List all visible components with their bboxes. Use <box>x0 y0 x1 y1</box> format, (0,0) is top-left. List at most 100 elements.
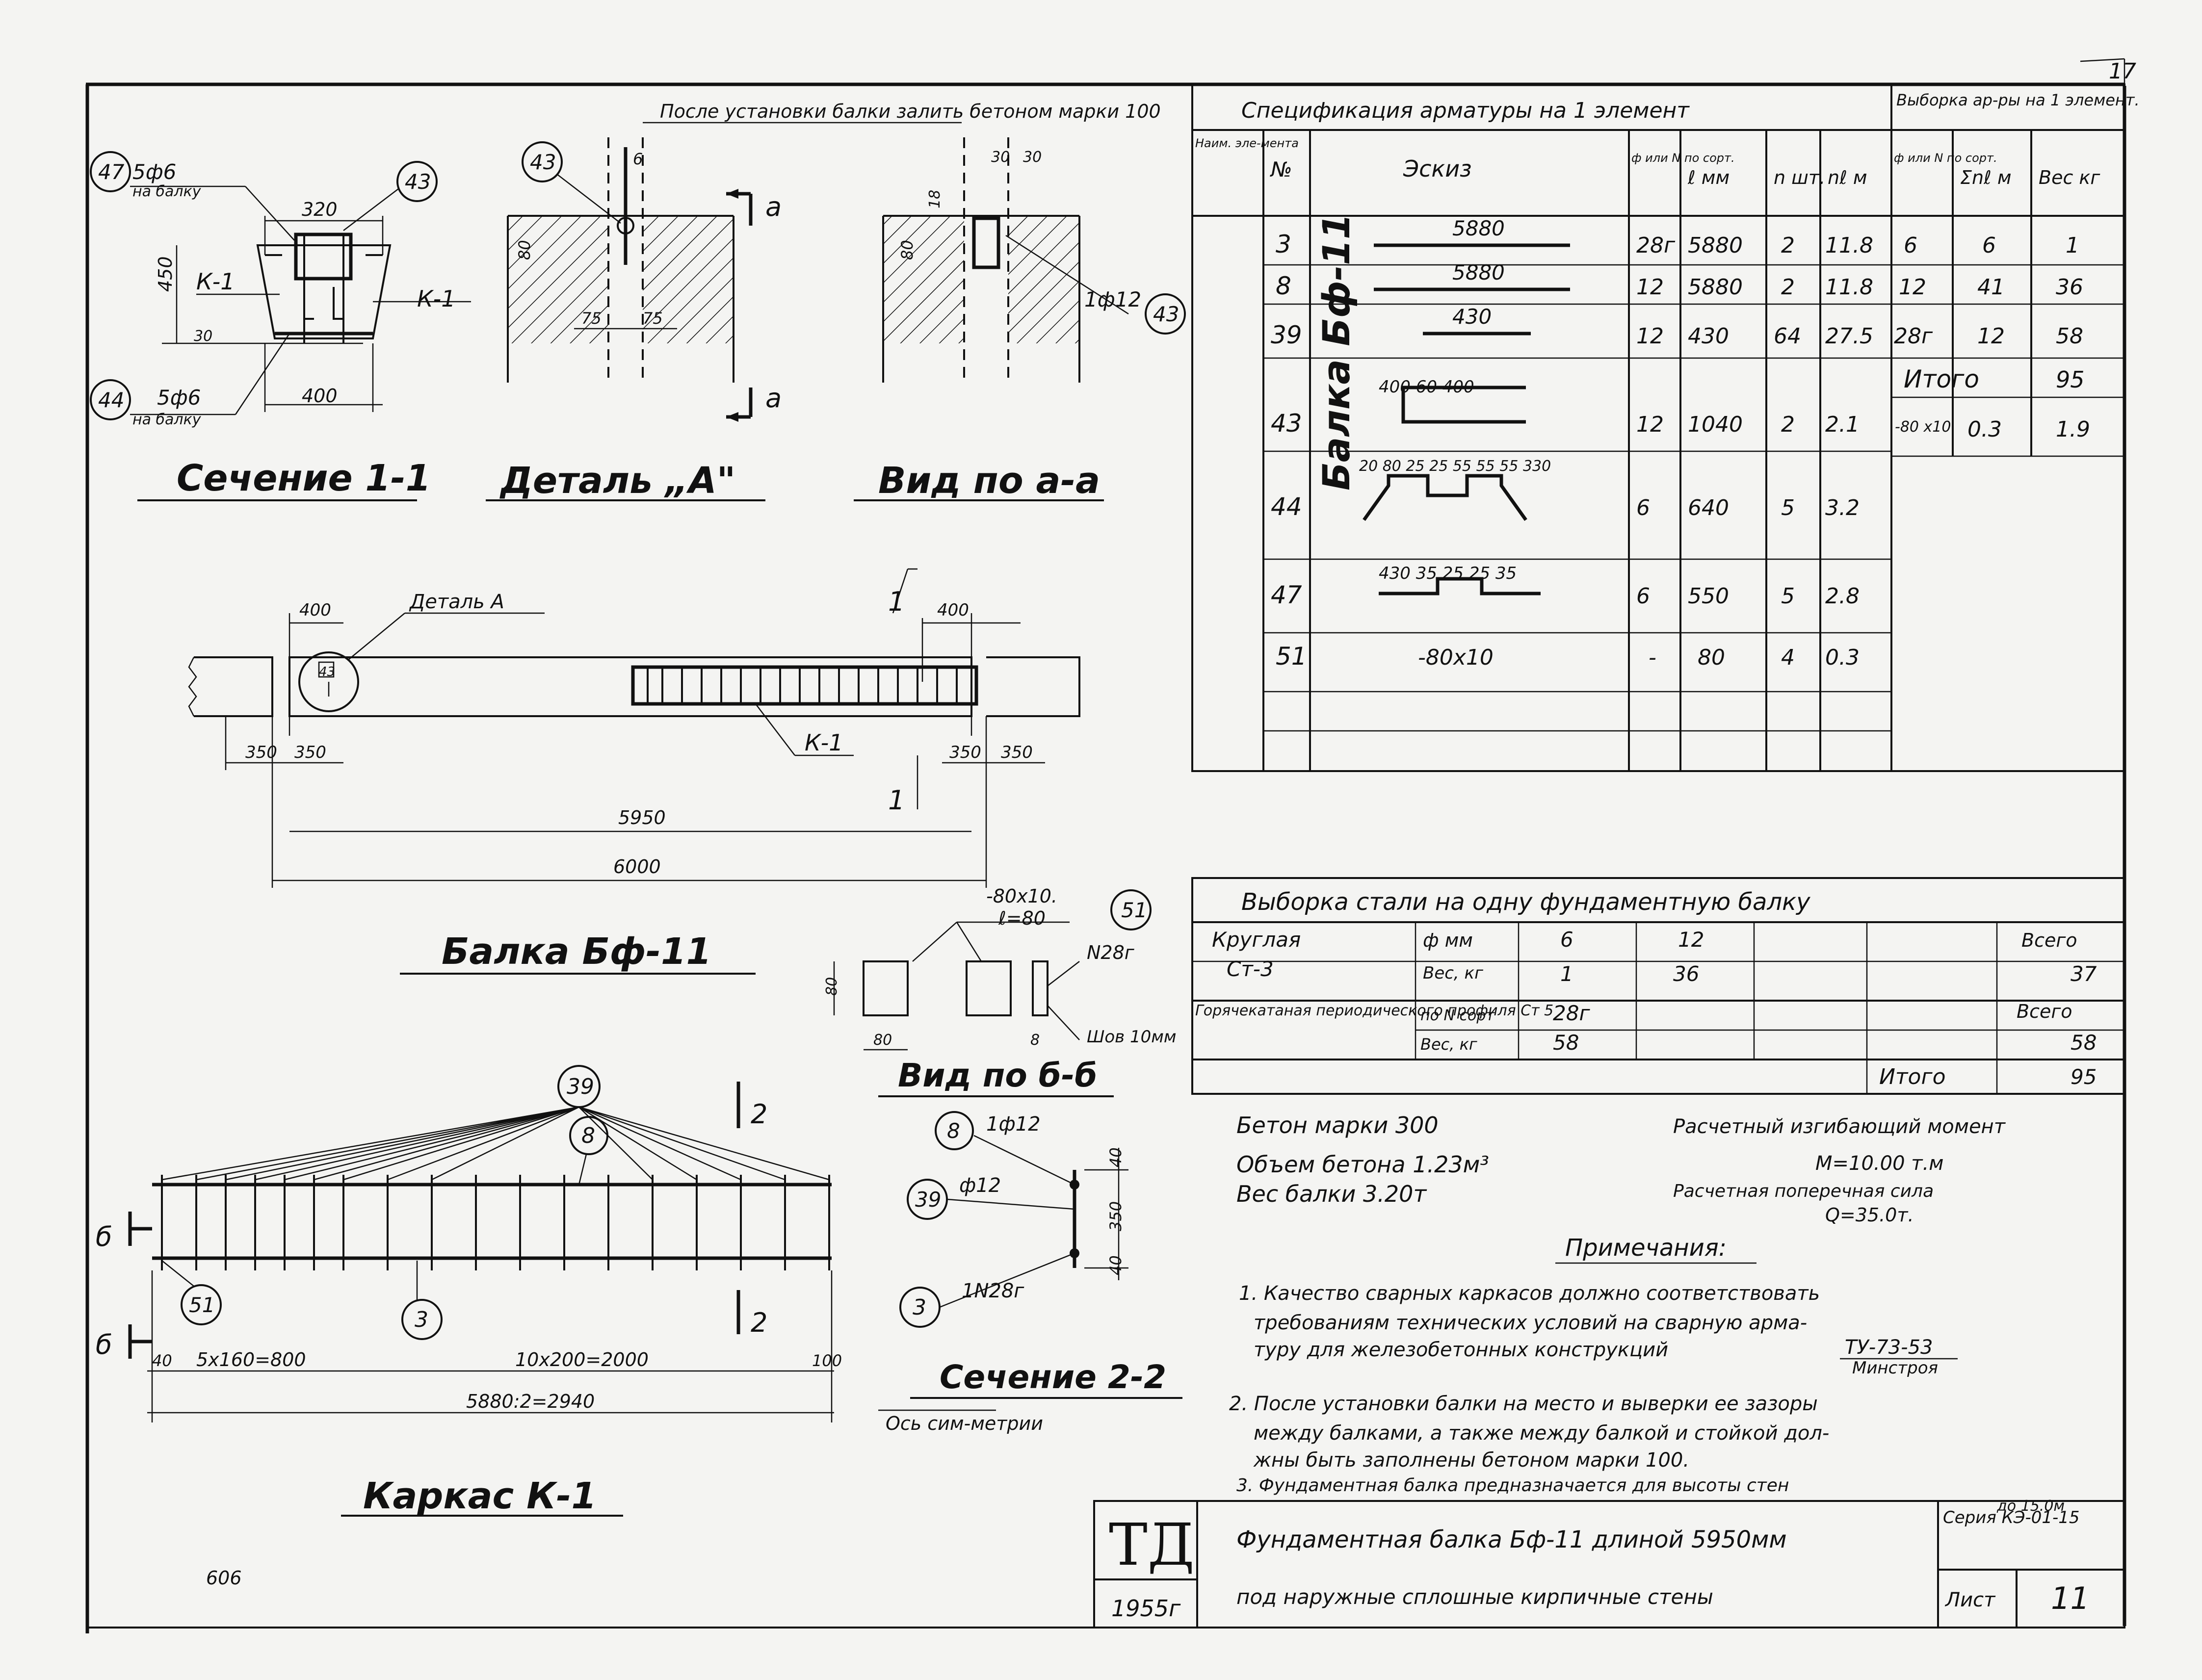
dim-80: 80 <box>898 240 917 260</box>
svg-text:-80х10: -80х10 <box>1418 645 1494 670</box>
bubble-51 <box>1110 889 1152 930</box>
svg-text:95: 95 <box>2071 1065 2097 1089</box>
svg-text:20 80 25 25 55 55 55 330: 20 80 25 25 55 55 55 330 <box>1359 458 1551 475</box>
dim-100: 100 <box>812 1351 842 1370</box>
svg-text:12: 12 <box>1636 412 1664 437</box>
dim-30: 30 <box>194 328 212 345</box>
section-2-2-title: Сечение 2-2 <box>940 1358 1166 1396</box>
view-a-a-title: Вид по а-а <box>878 460 1100 502</box>
svg-text:3: 3 <box>913 1295 926 1320</box>
svg-text:6: 6 <box>1636 495 1650 520</box>
frame-title: Каркас К-1 <box>363 1475 597 1517</box>
properties: Бетон марки 300 Объем бетона 1.23м³ Вес … <box>1236 1112 2006 1226</box>
svg-text:Минстроя: Минстроя <box>1852 1358 1938 1378</box>
view-b-b-title: Вид по б-б <box>898 1057 1097 1094</box>
beam-stirrups <box>647 667 958 704</box>
detail-a: После установки балки залить бетоном мар… <box>486 101 1161 502</box>
svg-text:8: 8 <box>581 1123 595 1148</box>
svg-text:0.3: 0.3 <box>1967 417 2002 442</box>
mark-a-top: а <box>765 191 782 222</box>
steel-title: Выборка стали на одну фундаментную балку <box>1241 888 1810 916</box>
svg-text:5: 5 <box>1781 584 1795 609</box>
svg-text:6: 6 <box>1636 584 1650 609</box>
svg-text:Объем бетона 1.23м³: Объем бетона 1.23м³ <box>1236 1151 1489 1178</box>
steel-hot-rolled: Горячекатаная периодического профиля Ст … <box>1195 1002 1553 1019</box>
plate-length: ℓ=80 <box>998 907 1046 929</box>
svg-text:43: 43 <box>319 665 335 679</box>
dim-30a: 30 <box>991 149 1010 166</box>
dim-80a: 80 <box>823 977 840 996</box>
section-mark-2-top: 2 <box>751 1099 767 1130</box>
detail-a-title: Деталь „А" <box>499 460 735 502</box>
mark-b-top: б <box>96 1221 112 1252</box>
rebar-bot: 5ф6 <box>157 386 201 410</box>
dim-75b: 75 <box>643 309 663 328</box>
dim-400-right: 400 <box>937 600 969 620</box>
svg-text:36: 36 <box>1673 962 1699 986</box>
sheet-label: Лист <box>1944 1589 1996 1611</box>
dim-6000: 6000 <box>613 856 661 878</box>
svg-text:Всего: Всего <box>2021 930 2077 951</box>
svg-text:8: 8 <box>947 1119 960 1143</box>
svg-text:3: 3 <box>1276 230 1291 258</box>
svg-text:43: 43 <box>1271 409 1302 438</box>
svg-text:39: 39 <box>915 1188 941 1212</box>
bubble-8 <box>569 1116 608 1155</box>
org-logo: ТД <box>1109 1511 1195 1578</box>
svg-text:6: 6 <box>1904 233 1917 258</box>
hdr-no: № <box>1270 157 1292 181</box>
svg-text:ТУ-73-53: ТУ-73-53 <box>1845 1336 1933 1359</box>
section-mark-1-bottom: 1 <box>888 785 905 816</box>
svg-text:39: 39 <box>567 1074 594 1099</box>
svg-text:28г: 28г <box>1553 1001 1590 1025</box>
spec-title: Спецификация арматуры на 1 элемент <box>1241 98 1690 123</box>
svg-text:по N сорт: по N сорт <box>1420 1007 1495 1024</box>
weld-label: Шов 10мм <box>1087 1027 1177 1047</box>
drawing-title-1: Фундаментная балка Бф-11 длиной 5950мм <box>1236 1526 1787 1553</box>
svg-text:М=10.00 т.м: М=10.00 т.м <box>1815 1152 1943 1175</box>
detail-a-callout: Деталь А <box>409 591 504 613</box>
svg-text:3.2: 3.2 <box>1825 495 1860 520</box>
svg-text:3: 3 <box>415 1307 428 1332</box>
bubble-43 <box>396 161 438 202</box>
drawing-title-2: под наружные сплошные кирпичные стены <box>1236 1585 1713 1609</box>
svg-text:между балками, а также между б: между балками, а также между балкой и ст… <box>1254 1422 1829 1445</box>
spec-headers: Наим. эле-мента № Эскиз ф или N по сорт.… <box>1195 136 2100 188</box>
svg-text:Ст-3: Ст-3 <box>1227 957 1274 981</box>
dim-total: 5880:2=2940 <box>466 1391 595 1412</box>
svg-text:12: 12 <box>1899 275 1926 300</box>
dim-5950: 5950 <box>618 807 666 828</box>
rebar-top-note: на балку <box>132 183 202 200</box>
detail-a-circle <box>298 651 359 712</box>
svg-text:28г: 28г <box>1636 233 1676 258</box>
svg-text:Q=35.0т.: Q=35.0т. <box>1825 1204 1914 1226</box>
svg-text:1.9: 1.9 <box>2056 417 2090 442</box>
page-number: 17 <box>2109 59 2136 84</box>
svg-text:36: 36 <box>2056 275 2083 300</box>
spec-title-right: Выборка ар-ры на 1 элемент. <box>1896 91 2140 109</box>
series-label: Серия КЭ-01-15 <box>1943 1508 2080 1527</box>
svg-text:43: 43 <box>530 150 556 174</box>
section-1-1: 320 450 30 400 47 5ф6 на балку 43 44 5ф6… <box>90 151 471 501</box>
svg-text:8: 8 <box>1276 272 1291 300</box>
hdr-sketch: Эскиз <box>1403 155 1472 182</box>
svg-text:43: 43 <box>1153 302 1179 326</box>
s22-rebar-8: 1ф12 <box>986 1113 1041 1136</box>
view-b-b: 80 80 8 -80х10. ℓ=80 51 N28г Шов 10мм Ви… <box>823 885 1177 1097</box>
sel-total-label: Итого <box>1904 365 1979 393</box>
mark-a-bottom: а <box>765 383 782 414</box>
svg-text:Вес, кг: Вес, кг <box>1420 1035 1477 1054</box>
svg-text:37: 37 <box>2071 962 2097 986</box>
section-2-2: 40 350 40 8 1ф12 39 ф12 3 1N28г Сечение … <box>878 1111 1182 1434</box>
detail-a-bubble <box>522 141 563 182</box>
stamp-year: 1955г <box>1111 1595 1181 1622</box>
hdr-element: Наим. эле-мента <box>1195 136 1299 150</box>
beam-k1: К-1 <box>805 729 843 756</box>
spec-element: Балка Бф-11 <box>1314 213 1358 491</box>
sel-plate-d: -80 х10 <box>1895 418 1951 436</box>
bubble-51 <box>181 1284 222 1325</box>
svg-text:11.8: 11.8 <box>1825 233 1873 258</box>
section-mark-1-top: 1 <box>888 586 905 617</box>
dim-80b: 80 <box>873 1032 892 1049</box>
svg-text:44: 44 <box>1271 492 1302 521</box>
